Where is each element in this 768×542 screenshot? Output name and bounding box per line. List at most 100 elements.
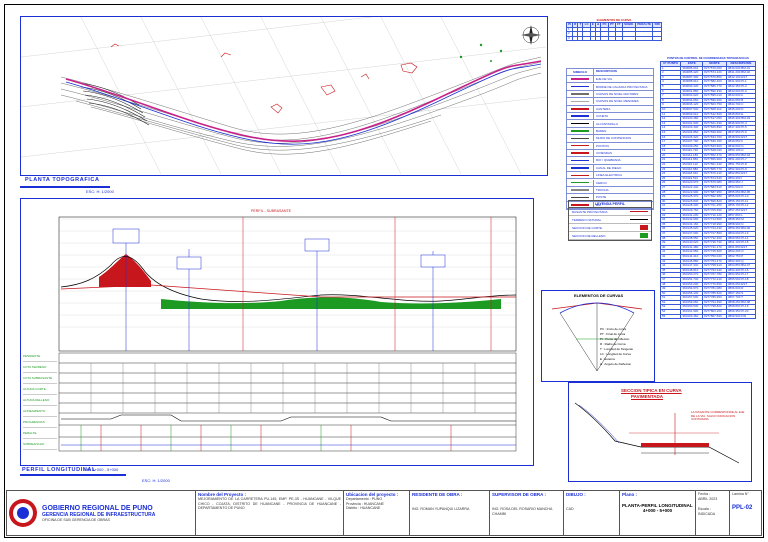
plan-view-panel: PLANTA TOPOGRAFICA xyxy=(20,16,548,183)
curves-cell xyxy=(652,35,662,42)
legend-description: MURO DE CONTENCION xyxy=(596,136,632,141)
profile-legend-item: SECCION DE CORTE xyxy=(569,224,651,232)
curve-element-item: PT : Final de curva xyxy=(600,332,626,336)
profile-legend-label: RASANTE PROYECTADA xyxy=(572,209,608,214)
profile-legend-swatch-icon xyxy=(630,210,648,213)
legend-symbol-icon xyxy=(567,76,594,83)
scale-value: INDICADA xyxy=(698,511,716,516)
profile-legend-swatch-icon xyxy=(640,225,648,230)
curves-cell xyxy=(594,35,602,42)
date-label: Fecha : xyxy=(698,492,710,496)
plan-legend-item: CUNETA xyxy=(567,113,653,121)
profile-row-label: SOBREANCHO xyxy=(23,439,57,450)
legend-description: POSTE xyxy=(596,195,607,200)
control-points-header-cell: N° PUNTO xyxy=(659,61,682,67)
date-cell: Fecha : ABRIL 2023 Escala : INDICADA xyxy=(696,490,730,536)
plan-legend-item: PONTON xyxy=(567,142,653,150)
curve-elements-panel: ELEMENTOS DE CURVAS PC : Inicio de curva… xyxy=(541,290,655,382)
date-value: ABRIL 2023 xyxy=(698,496,718,501)
section-drawing xyxy=(574,402,740,464)
legend-description: LINEA ELECTRICA xyxy=(596,173,623,178)
curve-element-item: R : Radio de Curva xyxy=(600,342,626,346)
legend-description: VIVIENDAS xyxy=(596,151,613,156)
supervisor-label: SUPERVISOR DE OBRA : xyxy=(492,492,547,497)
control-points-header-cell: DESCRIPCION xyxy=(725,61,757,67)
resident-name: ING. ROMAN YUPANQUI LIZARRA xyxy=(412,507,470,511)
plan-legend-item: LINEA ELECTRICA xyxy=(567,172,653,180)
legend-symbol-icon xyxy=(567,164,594,171)
control-points-cell: 3869.900 FIN xyxy=(725,313,757,320)
legend-symbol-icon xyxy=(567,113,594,120)
legend-symbol-icon xyxy=(567,142,594,149)
title-block xyxy=(6,490,762,536)
curves-cell xyxy=(614,35,623,42)
profile-row-label: PENDIENTE xyxy=(23,351,57,362)
legend-description: BADEN xyxy=(596,128,607,133)
profile-row-label: ALINEAMIENTO xyxy=(23,406,57,417)
drawn-label: DIBUJO : xyxy=(566,492,586,497)
curves-header-cell: SOBR. xyxy=(621,22,636,28)
legend-description: CANTERA xyxy=(596,106,611,111)
profile-legend-label: SECCION DE CORTE xyxy=(572,225,602,230)
plan-legend-item: CANAL DE RIEGO xyxy=(567,164,653,173)
plan-legend-item: BADEN xyxy=(567,127,653,136)
dep-value: PUNO xyxy=(371,497,383,501)
resident-cell: RESIDENTE DE OBRA : ING. ROMAN YUPANQUI … xyxy=(410,490,490,536)
section-title-2: PAVIMENTADA xyxy=(631,394,663,399)
profile-title-rule xyxy=(20,474,126,476)
legend-description: RIO / QUEBRADA xyxy=(596,158,621,163)
profile-header-label: PERFIL - SUBRASANTE xyxy=(251,209,292,213)
regional-seal-icon xyxy=(9,499,37,527)
project-name: MEJORAMIENTO DE LA CARRETERA PU-145, EMP… xyxy=(198,497,341,511)
title-block-logo-cell: GOBIERNO REGIONAL DE PUNO GERENCIA REGIO… xyxy=(6,490,196,536)
plan-name-label: Plano : xyxy=(622,492,638,497)
legend-description-header: DESCRIPCION xyxy=(596,69,617,73)
control-points-title: PUNTOS DE CONTROL DE COORDENADAS TOPOGRA… xyxy=(667,56,749,60)
curve-element-item: T : Longitud de Tangente xyxy=(600,347,634,351)
plan-legend-item: EJE DE VIA xyxy=(567,76,653,84)
supervisor-name: ING. ROSA DEL ROSARIO MANCHA CHAMBI xyxy=(492,507,553,516)
legend-description: PONTON xyxy=(596,143,609,148)
plan-legend-item: ALCANTARILLA xyxy=(567,120,653,128)
supervisor-cell: SUPERVISOR DE OBRA : ING. ROSA DEL ROSAR… xyxy=(490,490,564,536)
scale-label: Escala : xyxy=(698,507,711,512)
plan-legend-item: BM xyxy=(567,201,653,210)
section-title: SECCION TIPICA EN CURVA xyxy=(621,388,682,393)
drawn-value: CAD xyxy=(566,507,574,511)
section-note: LA RASANTE CORRESPONDE AL EJE DE LA VIA,… xyxy=(691,410,745,422)
plan-name-cell: Plano : PLANTA-PERFIL LONGITUDINAL 4+000… xyxy=(620,490,696,536)
north-arrow-icon xyxy=(521,25,541,45)
profile-row-label: ALTURA RELLENO xyxy=(23,395,57,406)
legend-symbol-icon xyxy=(567,105,594,112)
curve-element-item: LC : Longitud de Curva xyxy=(600,352,631,356)
profile-row-label: ALTURA CORTE xyxy=(23,384,57,395)
legend-description: CUNETA xyxy=(596,114,609,119)
legend-description: EJE DE VIA xyxy=(596,77,613,82)
legend-description: CURVAS DE NIVEL MENORES xyxy=(596,99,639,104)
plan-legend-item: BORDE DE CALZADA PROYECTADA xyxy=(567,83,653,91)
plan-legend-item: TROCHA xyxy=(567,187,653,195)
curves-cell xyxy=(621,35,636,42)
profile-row-label: COTA TERRENO xyxy=(23,362,57,373)
profile-legend-item: TERRENO NATURAL xyxy=(569,216,651,224)
legend-symbol-icon xyxy=(567,135,594,142)
profile-row-label: PROGRESIVAS xyxy=(23,417,57,428)
plan-legend-item: CURVAS DE NIVEL MENORES xyxy=(567,98,653,106)
legend-symbol-icon xyxy=(567,98,594,105)
legend-symbol-icon xyxy=(567,172,594,179)
profile-legend-label: TERRENO NATURAL xyxy=(572,217,602,222)
plan-km: 4+000 - 5+000 xyxy=(642,508,673,513)
plan-title-rule xyxy=(20,186,110,188)
legend-symbol-icon xyxy=(567,179,594,186)
profile-legend-label: SECCION DE RELLENO xyxy=(572,233,606,238)
curves-cell xyxy=(600,35,609,42)
legend-symbol-icon xyxy=(567,127,594,134)
prov-label: Provincia xyxy=(346,501,361,506)
